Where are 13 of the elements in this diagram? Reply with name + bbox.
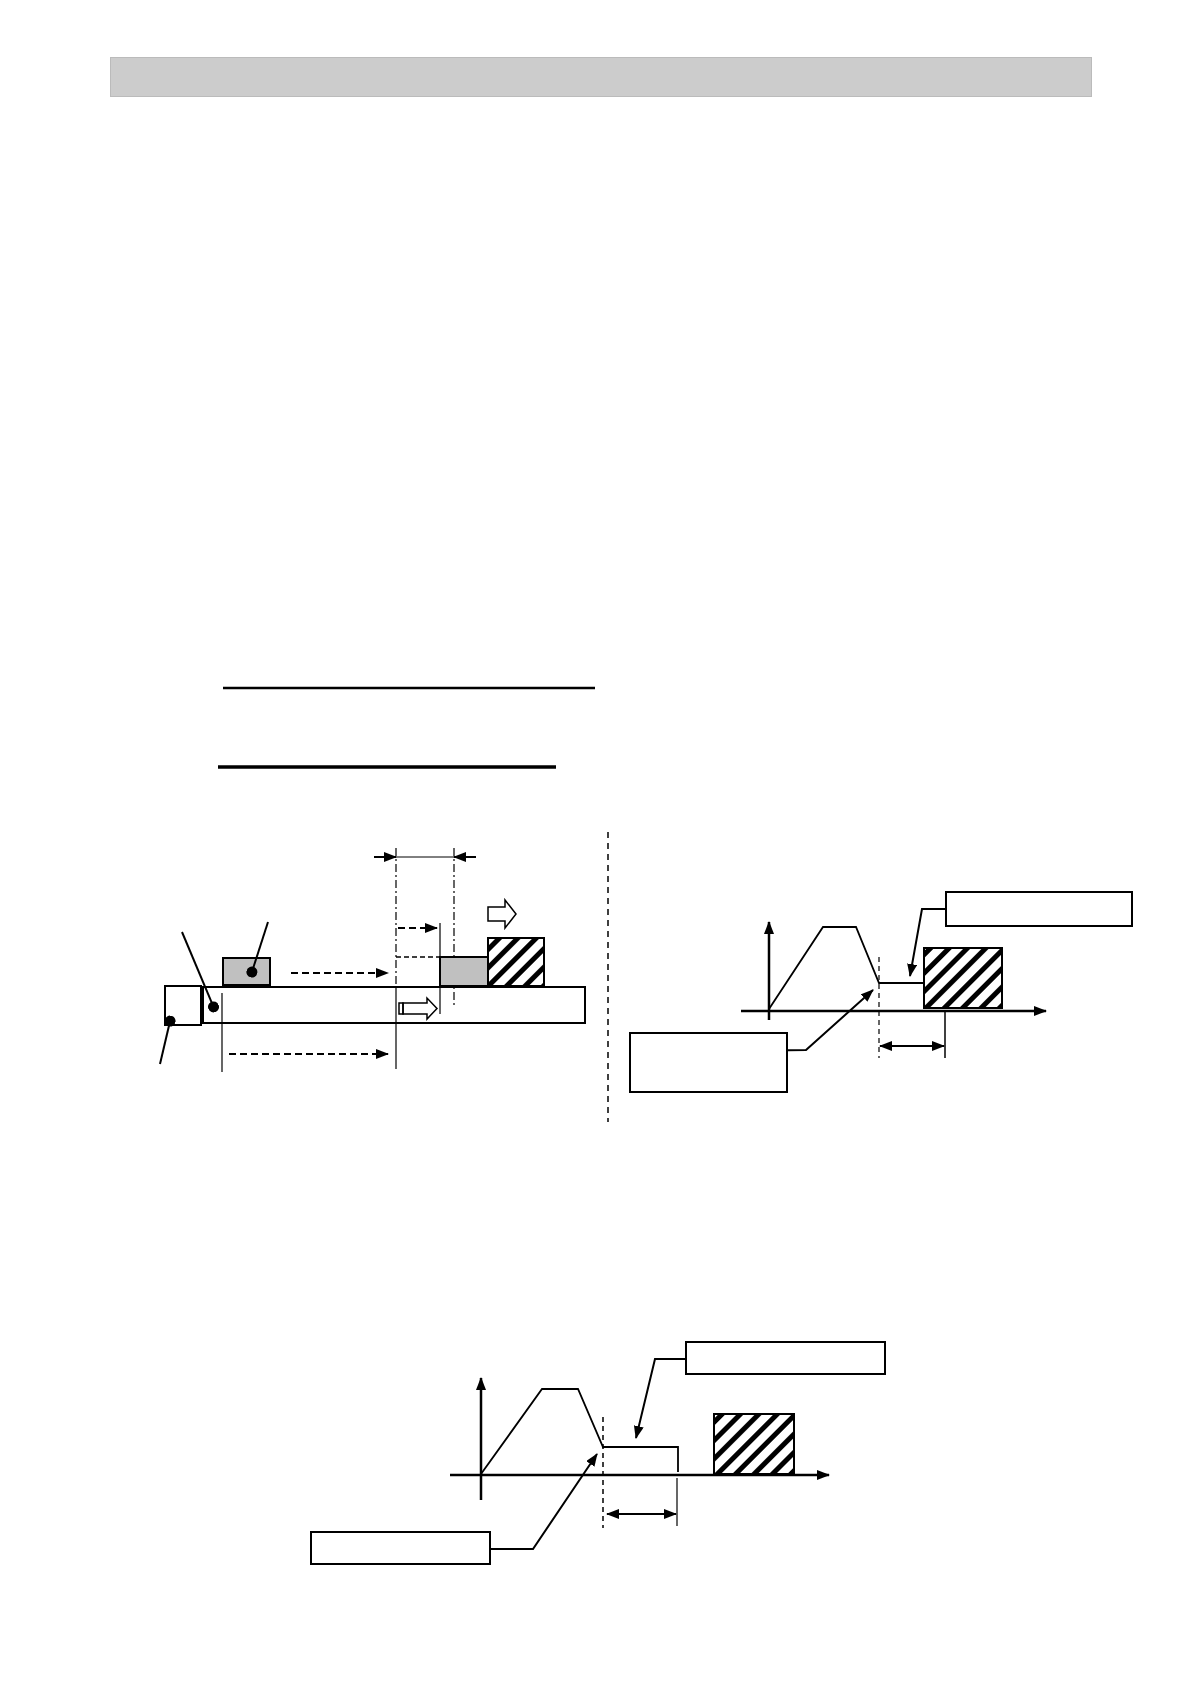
callout-box	[310, 1531, 491, 1565]
leader-line	[181, 931, 219, 1013]
leader-line	[787, 989, 874, 1052]
callout-box	[945, 891, 1133, 927]
leader-line	[159, 1015, 176, 1065]
leader-line	[907, 908, 946, 977]
leader-line	[246, 921, 269, 978]
callout-box	[685, 1341, 886, 1375]
leader-line	[633, 1358, 686, 1439]
end-block	[164, 985, 202, 1026]
callout-box	[629, 1032, 788, 1093]
leader-line	[490, 1453, 598, 1550]
table-block	[222, 957, 271, 986]
